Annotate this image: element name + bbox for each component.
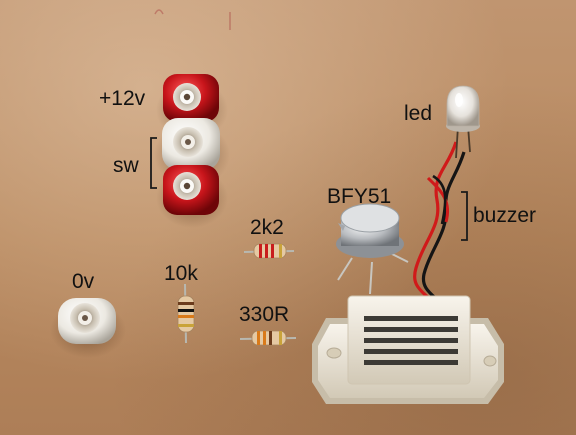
label-buzzer: buzzer — [473, 204, 537, 227]
led-component — [446, 85, 480, 159]
label-330r: 330R — [239, 303, 290, 326]
label-bfy51: BFY51 — [327, 185, 392, 208]
sw-bracket — [150, 137, 157, 189]
label-sw: sw — [113, 154, 139, 177]
terminal-0v — [50, 298, 126, 358]
resistor-2k2 — [243, 243, 295, 259]
label-10k: 10k — [164, 262, 198, 285]
buzzer-bracket — [461, 191, 468, 241]
buzzer-wires — [413, 141, 466, 313]
resistor-330r — [239, 330, 297, 346]
label-plus-12v: +12v — [99, 87, 146, 110]
buzzer-body — [312, 295, 504, 404]
terminal-switch-red — [156, 165, 228, 228]
label-0v: 0v — [72, 270, 95, 293]
transistor-bfy51 — [336, 203, 409, 295]
resistor-10k — [177, 283, 195, 344]
label-2k2: 2k2 — [250, 216, 284, 239]
label-led: led — [404, 102, 433, 125]
